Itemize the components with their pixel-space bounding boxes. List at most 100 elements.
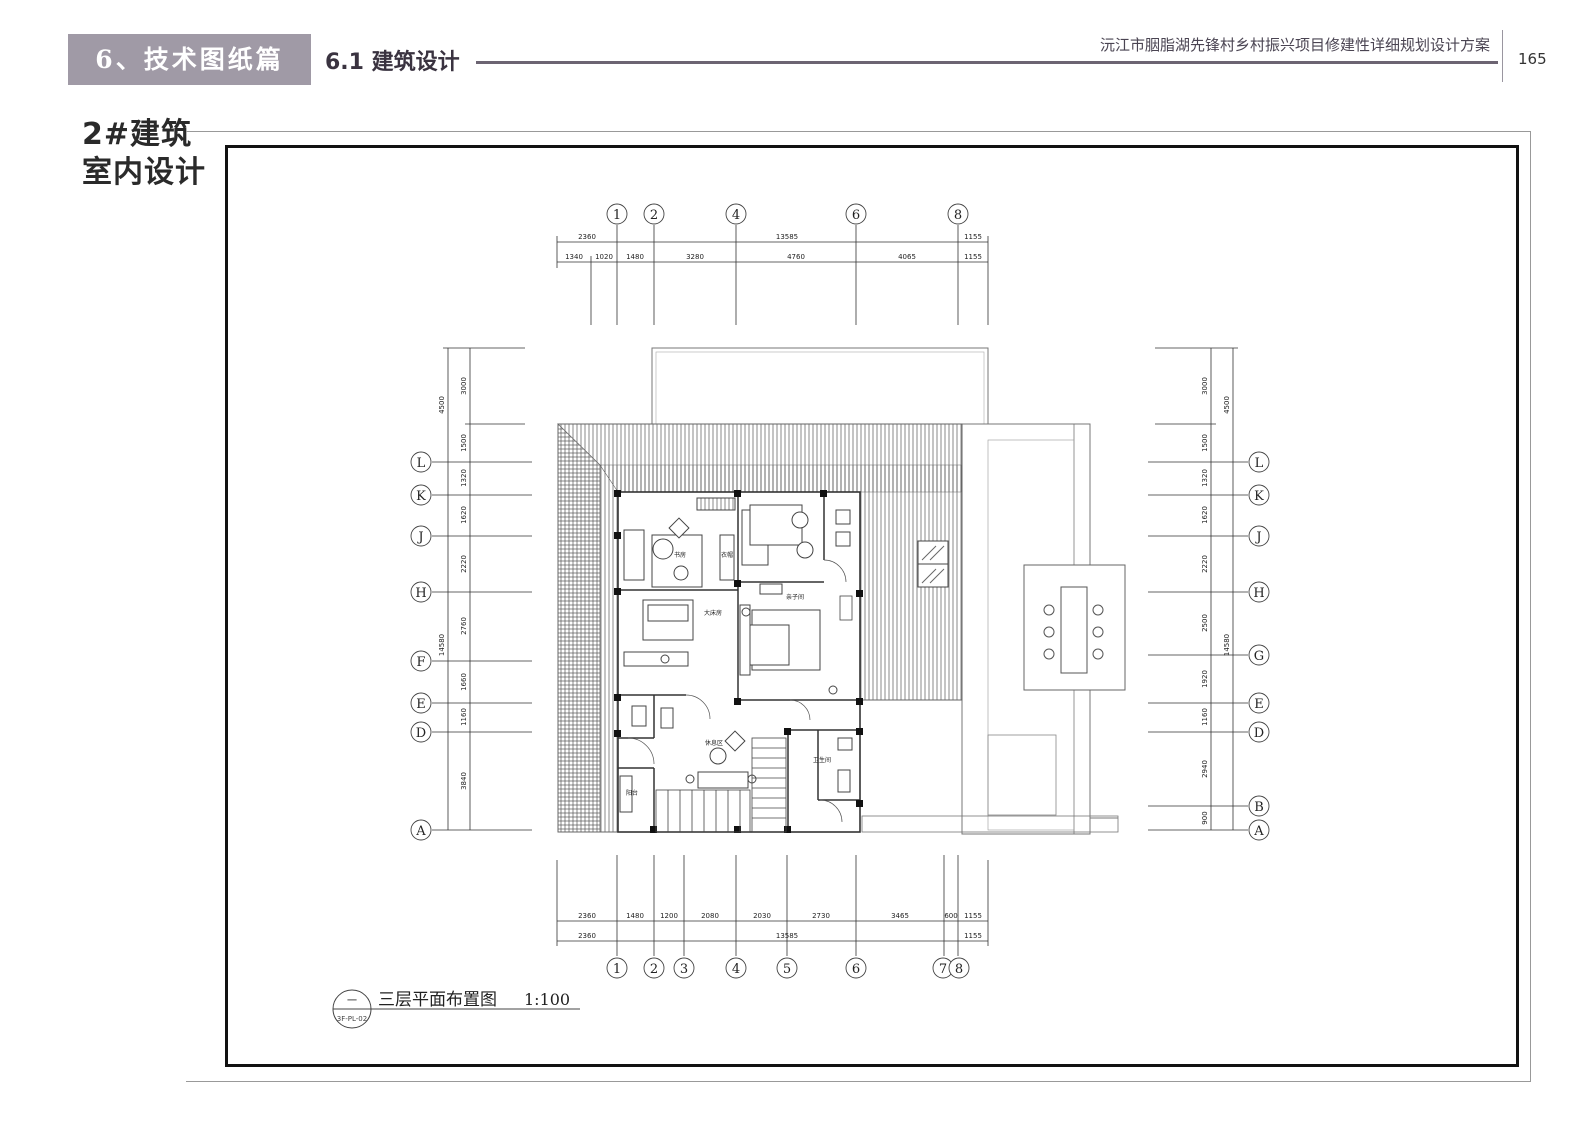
caption-tag-bottom: 3F-PL-02 — [337, 1015, 367, 1023]
page-title-line1: 2#建筑 — [82, 117, 193, 152]
dim-left-3: 1320 — [460, 469, 468, 487]
axis-right-B: B — [1254, 800, 1264, 815]
room-label-wardrobe: 衣帽 — [721, 551, 733, 559]
axis-top-1: 1 — [613, 208, 621, 223]
dim-bottom-total-3: 1155 — [964, 932, 982, 940]
dim-left-1: 3000 — [460, 377, 468, 395]
header-rule — [476, 61, 1498, 64]
south-ledge — [861, 815, 1119, 833]
right-axis-bubbles — [1248, 451, 1270, 841]
dim-left-2: 1500 — [460, 434, 468, 452]
dim-right-6: 2500 — [1201, 614, 1209, 632]
dim-bottom-2: 1480 — [626, 912, 644, 920]
dim-right-9: 2940 — [1201, 760, 1209, 778]
dim-left-7: 1660 — [460, 673, 468, 691]
project-name: 沅江市胭脂湖先锋村乡村振兴项目修建性详细规划设计方案 — [1099, 36, 1490, 54]
axis-left-K: K — [416, 489, 426, 504]
axis-bottom-1: 1 — [613, 962, 621, 977]
interior-walls — [618, 492, 860, 832]
caption-title: 三层平面布置图 — [378, 990, 497, 1010]
axis-top-4: 4 — [732, 208, 740, 223]
axis-top-6: 6 — [852, 208, 860, 223]
dim-top-3: 1480 — [626, 253, 644, 261]
axis-right-A: A — [1253, 824, 1264, 839]
axis-left-F: F — [416, 655, 425, 670]
upper-terrace-outline — [651, 347, 989, 425]
axis-right-H: H — [1253, 586, 1264, 601]
axis-bottom-7: 7 — [939, 962, 947, 977]
axis-bottom-5: 5 — [783, 962, 791, 977]
room-label-kids: 亲子间 — [786, 593, 804, 601]
furniture — [619, 497, 853, 813]
dim-top-6: 4065 — [898, 253, 916, 261]
dim-top-7: 1155 — [964, 253, 982, 261]
dim-bottom-5: 2030 — [753, 912, 771, 920]
dim-top-5: 4760 — [787, 253, 805, 261]
axis-left-D: D — [416, 726, 426, 741]
dim-left-8: 1160 — [460, 708, 468, 726]
axis-top-8: 8 — [954, 208, 962, 223]
dining-chairs — [1043, 604, 1104, 660]
axis-left-A: A — [415, 824, 426, 839]
dim-bottom-1: 2360 — [578, 912, 596, 920]
axis-right-D: D — [1254, 726, 1264, 741]
skylight-glare — [929, 545, 945, 561]
dim-left-9: 3840 — [460, 772, 468, 790]
stairs — [655, 595, 853, 833]
room-label-bath: 卫生间 — [813, 756, 831, 764]
dim-bottom-total-2: 13585 — [776, 932, 798, 940]
dim-left-total-1: 4500 — [438, 396, 446, 414]
dim-bottom-total-1: 2360 — [578, 932, 596, 940]
left-dimension-lines — [432, 347, 532, 831]
dim-right-total-1: 4500 — [1223, 396, 1231, 414]
header-divider — [1502, 30, 1503, 82]
dim-bottom-6: 2730 — [812, 912, 830, 920]
axis-bottom-8: 8 — [955, 962, 963, 977]
dim-right-3: 1320 — [1201, 469, 1209, 487]
axis-left-J: J — [416, 530, 423, 545]
dim-left-4: 1620 — [460, 506, 468, 524]
dim-right-7: 1920 — [1201, 670, 1209, 688]
dim-bottom-3: 1200 — [660, 912, 678, 920]
roof-hatch-north — [599, 464, 963, 493]
caption-tag-top: 一 — [347, 996, 357, 1007]
axis-left-E: E — [416, 697, 426, 712]
axis-left-L: L — [417, 456, 426, 471]
room-label-study: 书房 — [674, 551, 686, 559]
bottom-dimension-lines — [556, 855, 989, 956]
dim-left-total-2: 14580 — [438, 634, 446, 656]
left-axis-bubbles — [410, 451, 432, 841]
outer-frame — [186, 131, 1531, 1082]
drawing-frame — [225, 145, 1519, 1067]
dim-right-1: 3000 — [1201, 377, 1209, 395]
axis-bottom-6: 6 — [852, 962, 860, 977]
dim-bottom-8: 600 — [944, 912, 957, 920]
dim-bottom-4: 2080 — [701, 912, 719, 920]
axis-left-H: H — [415, 586, 426, 601]
skylight-glare — [921, 568, 937, 584]
axis-right-L: L — [1255, 456, 1264, 471]
axis-right-J: J — [1254, 530, 1261, 545]
dim-left-6: 2760 — [460, 617, 468, 635]
terrace-planter — [987, 734, 1057, 816]
axis-bottom-2: 2 — [650, 962, 658, 977]
page-title-line2: 室内设计 — [82, 155, 206, 190]
room-label-balcony: 阳台 — [626, 789, 638, 797]
dim-right-5: 2220 — [1201, 555, 1209, 573]
bottom-axis-bubbles — [606, 957, 970, 979]
dim-right-8: 1160 — [1201, 708, 1209, 726]
dim-right-10: 900 — [1201, 811, 1209, 824]
dim-right-total-2: 14580 — [1223, 634, 1231, 656]
axis-right-G: G — [1254, 649, 1264, 664]
roof-hatch-west — [557, 423, 601, 833]
dim-top-total-3: 1155 — [964, 233, 982, 241]
section-title: 6、技术图纸篇 — [68, 34, 311, 85]
dim-top-1: 1340 — [565, 253, 583, 261]
caption-scale: 1:100 — [524, 990, 570, 1009]
axis-right-E: E — [1254, 697, 1264, 712]
dim-bottom-9: 1155 — [964, 912, 982, 920]
drawing-caption: 一 3F-PL-02 三层平面布置图 1:100 — [332, 989, 580, 1029]
top-axis-bubbles — [606, 203, 969, 225]
right-dimension-lines — [1148, 347, 1248, 831]
